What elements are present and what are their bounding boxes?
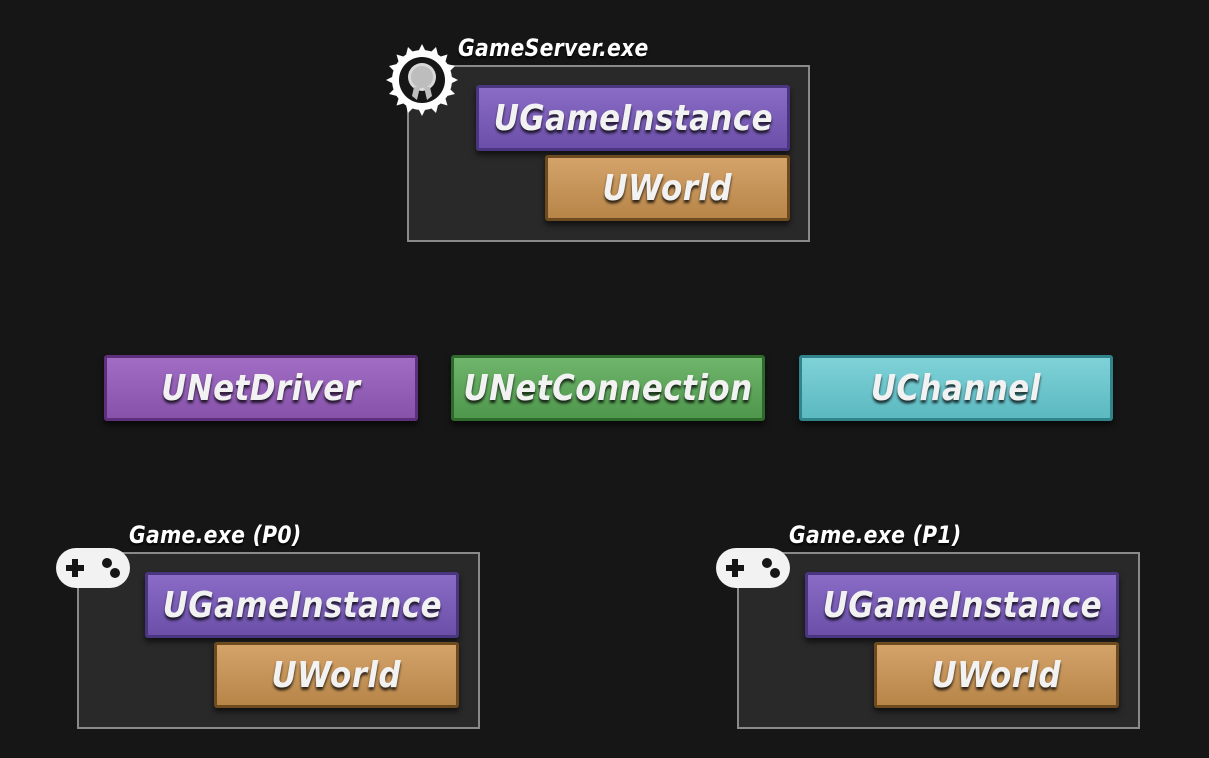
server-uworld-box: UWorld	[545, 155, 790, 221]
unetconnection-box: UNetConnection	[451, 355, 765, 421]
unetdriver-box: UNetDriver	[104, 355, 418, 421]
client-p1-ugameinstance-label: UGameInstance	[822, 584, 1102, 626]
client-p0-ugameinstance-label: UGameInstance	[162, 584, 442, 626]
client-p1-ugameinstance-box: UGameInstance	[805, 572, 1119, 638]
client-p0-title: Game.exe (P0)	[129, 521, 302, 549]
server-ugameinstance-box: UGameInstance	[476, 85, 790, 151]
client-p0-ugameinstance-box: UGameInstance	[145, 572, 459, 638]
server-uworld-label: UWorld	[602, 167, 733, 209]
gamepad-icon	[56, 548, 130, 588]
unetconnection-label: UNetConnection	[463, 367, 753, 409]
award-badge-icon	[386, 44, 458, 116]
client-p1-uworld-label: UWorld	[931, 654, 1062, 696]
client-p0-uworld-box: UWorld	[214, 642, 459, 708]
gamepad-icon	[716, 548, 790, 588]
server-ugameinstance-label: UGameInstance	[493, 97, 773, 139]
uchannel-label: UChannel	[871, 367, 1041, 409]
client-p1-title: Game.exe (P1)	[789, 521, 962, 549]
uchannel-box: UChannel	[799, 355, 1113, 421]
server-title: GameServer.exe	[458, 34, 649, 62]
client-p1-uworld-box: UWorld	[874, 642, 1119, 708]
client-p0-uworld-label: UWorld	[271, 654, 402, 696]
unetdriver-label: UNetDriver	[161, 367, 361, 409]
